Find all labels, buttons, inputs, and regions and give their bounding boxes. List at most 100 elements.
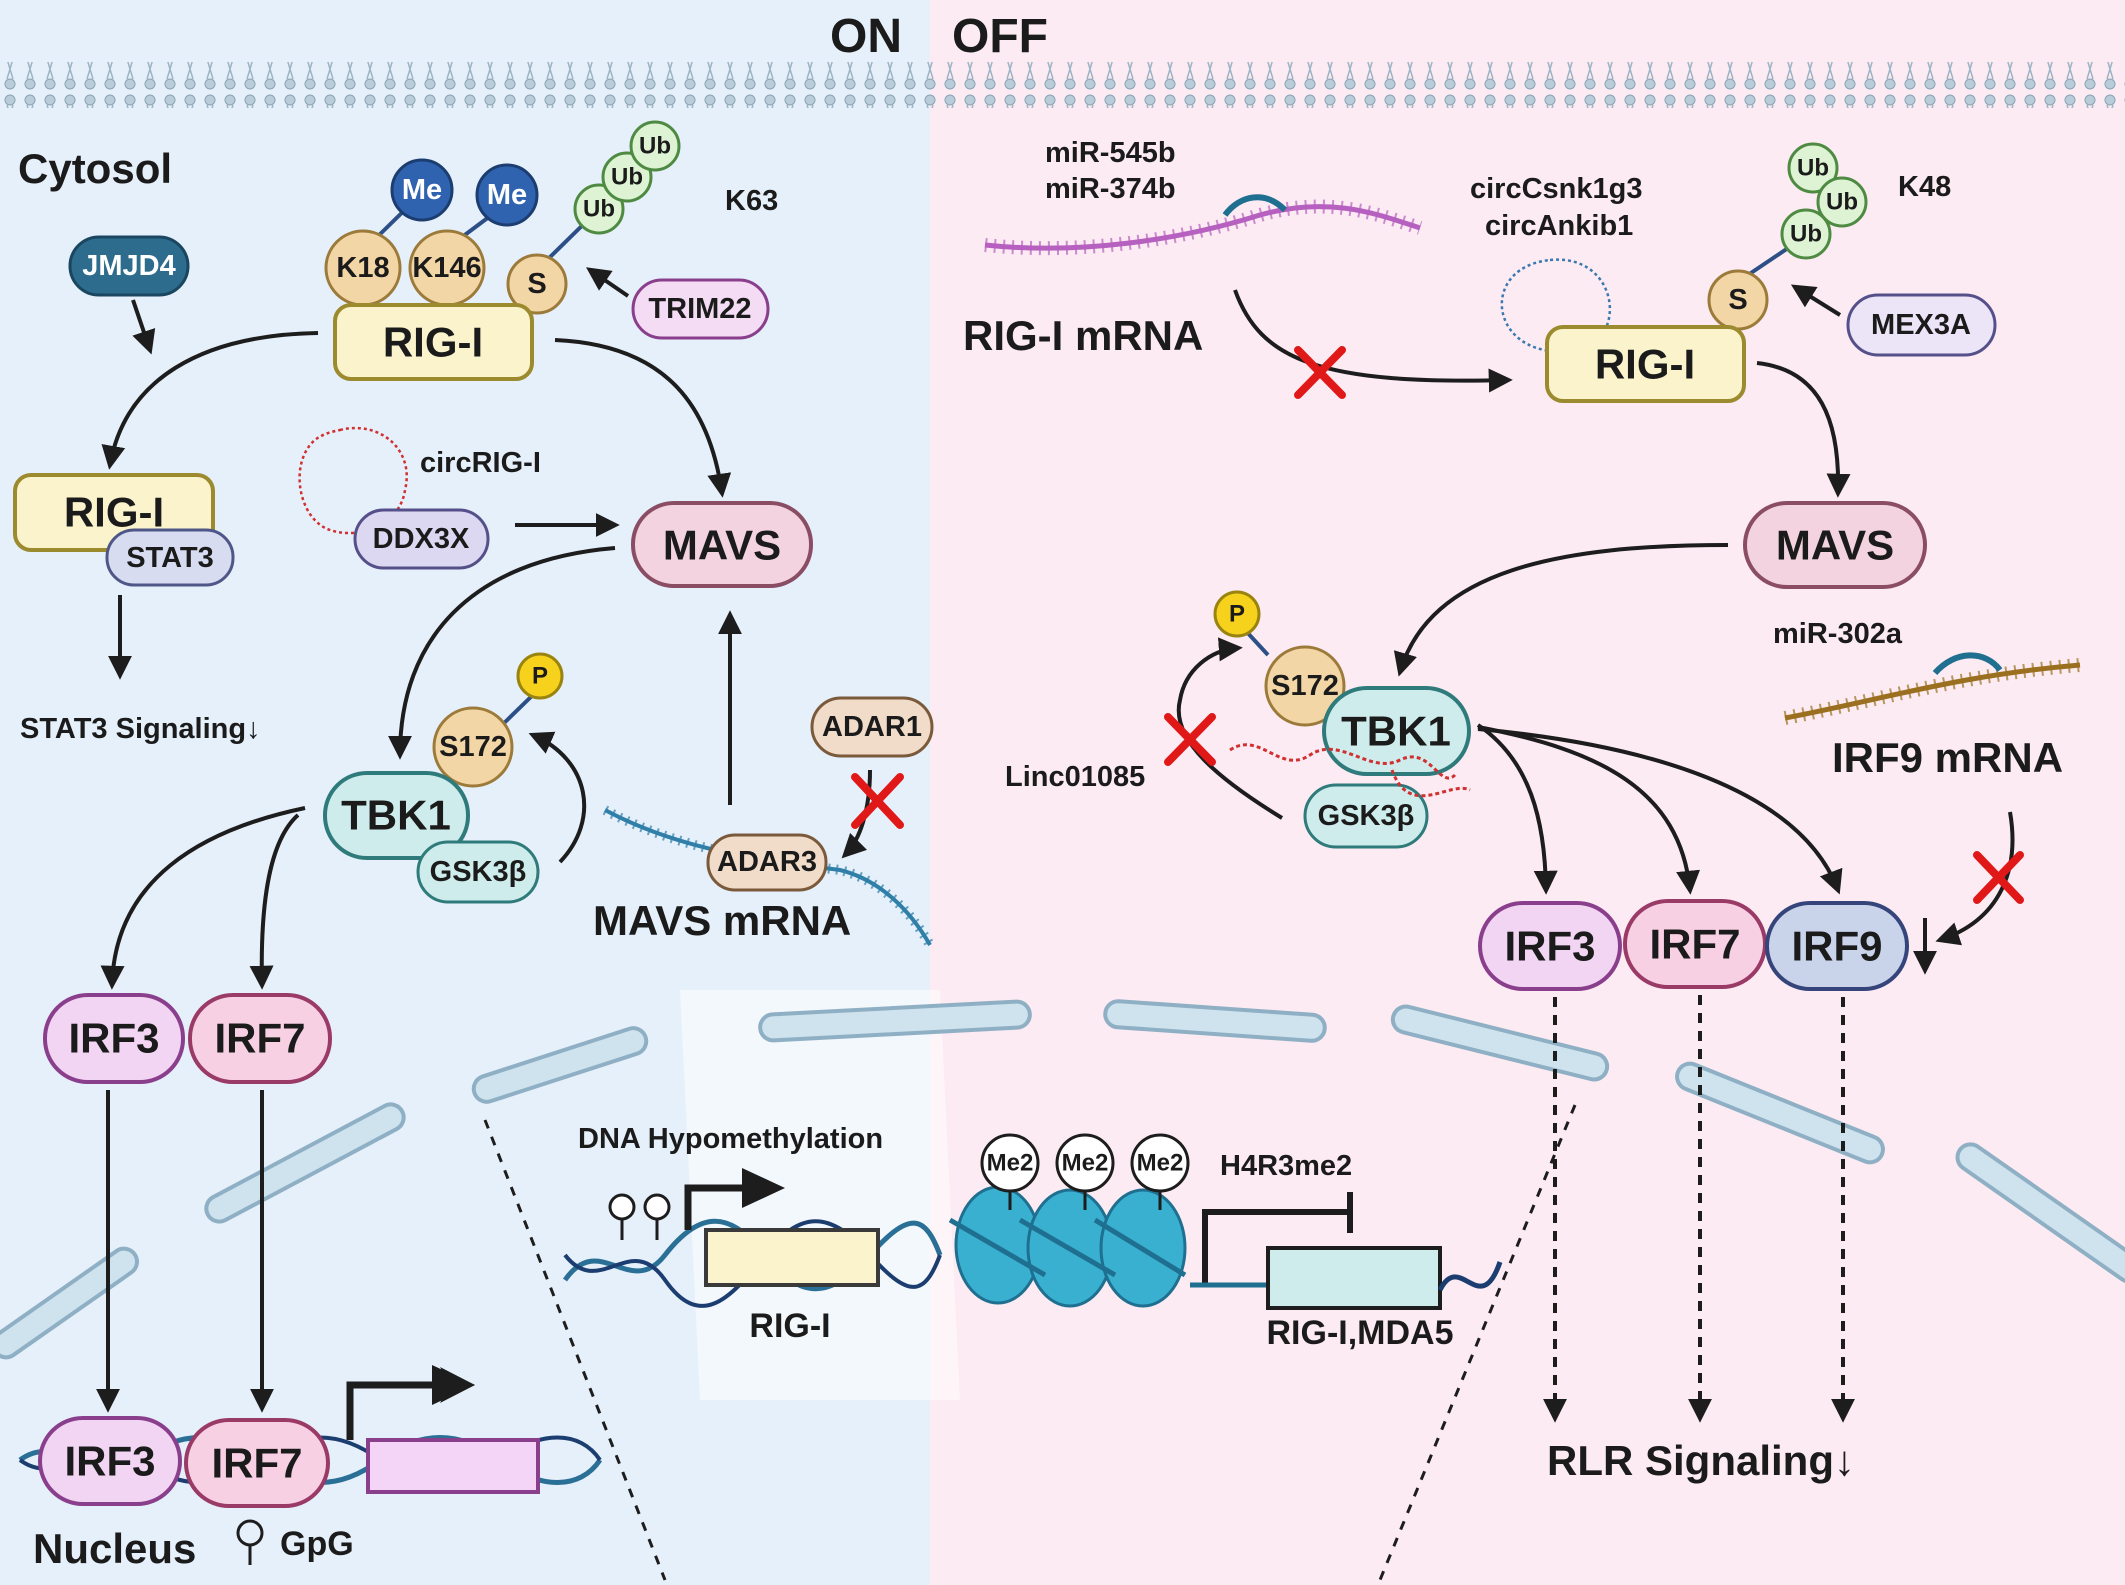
off-side-background [930,0,2125,1585]
svg-text:GSK3β: GSK3β [430,856,527,888]
k63-label: K63 [725,185,778,217]
svg-text:S: S [527,268,546,300]
methyl-badge: Me [475,163,539,227]
inhibition-x [1294,346,1346,399]
svg-text:ADAR3: ADAR3 [717,846,817,878]
off-label: OFF [952,10,1048,63]
svg-text:ADAR1: ADAR1 [822,711,922,743]
trim22-node: TRIM22 [631,278,770,340]
cpg-label: GpG [280,1525,354,1563]
svg-text:IRF3: IRF3 [64,1438,155,1485]
jmjd4-node: JMJD4 [68,235,190,297]
svg-text:P: P [532,663,548,690]
svg-text:IRF3: IRF3 [68,1015,159,1062]
rlr-signaling-label: RLR Signaling↓ [1547,1437,1855,1484]
circrna-label: circCsnk1g3 [1470,173,1643,205]
plasma-membrane [0,62,2125,108]
circrig-i-label: circRIG-I [420,447,541,479]
mavs-node: MAVS [631,501,813,588]
target-gene-box [366,1438,540,1494]
inhibition-x [1973,851,2024,904]
adar1-node: ADAR1 [810,696,934,758]
rig-i-mda5-label: RIG-I,MDA5 [1267,1314,1454,1352]
svg-text:RIG-I: RIG-I [64,489,164,536]
me2-badge: Me2 [1055,1133,1115,1193]
mavs-mrna-label: MAVS mRNA [593,897,851,944]
hypomethyl-cpg-icon [608,1193,671,1240]
phospho-badge: P [516,652,564,700]
svg-text:Me2: Me2 [987,1150,1034,1177]
svg-text:TRIM22: TRIM22 [648,293,751,325]
phospho-badge: P [1213,590,1261,638]
irf9-mrna-label: IRF9 mRNA [1832,734,2063,781]
svg-text:Ub: Ub [1790,221,1822,248]
irf3-node-off: IRF3 [1478,901,1622,991]
svg-text:Ub: Ub [1797,155,1829,182]
svg-text:K18: K18 [336,252,389,284]
svg-text:Ub: Ub [583,196,615,223]
ubiquitin-chain: Ub Ub Ub [573,120,681,235]
svg-text:Ub: Ub [639,133,671,160]
nucleus-irf3-node: IRF3 [38,1416,182,1506]
nucleosome-array [948,1185,1187,1308]
methyl-badge: Me [390,158,454,222]
k48-label: K48 [1898,171,1951,203]
serine-site: S [506,253,568,315]
cpg-symbol-icon [236,1519,264,1565]
svg-text:Me2: Me2 [1062,1150,1109,1177]
nucleus-zoom-highlight [680,990,960,1400]
rig-i-mda5-gene-box [1266,1246,1442,1310]
mirna-label: miR-374b [1045,173,1176,205]
irf7-node-off: IRF7 [1623,899,1767,989]
svg-text:Ub: Ub [1826,189,1858,216]
svg-text:MAVS: MAVS [1776,522,1894,569]
nucleus-irf7-node: IRF7 [184,1418,330,1508]
stat3-signaling-label: STAT3 Signaling↓ [20,713,261,745]
svg-text:P: P [1229,601,1245,628]
gsk3b-node-off: GSK3β [1303,783,1429,849]
svg-text:S: S [1728,284,1747,316]
svg-text:K146: K146 [412,252,481,284]
nuclear-envelope [0,999,2125,1360]
circrna-label: circAnkib1 [1485,210,1633,242]
svg-text:JMJD4: JMJD4 [82,250,176,282]
rig-i-gene-box [704,1228,880,1287]
cytosol-label: Cytosol [18,145,172,192]
on-label: ON [830,10,902,63]
mirna-label: miR-545b [1045,137,1176,169]
svg-text:MEX3A: MEX3A [1871,309,1971,341]
s172-site: S172 [1264,645,1346,727]
tbk1-node-off: TBK1 [1322,686,1471,776]
h4r3me2-label: H4R3me2 [1220,1150,1352,1182]
me2-badge: Me2 [1130,1133,1190,1193]
tbk1-node: TBK1 [323,771,470,860]
svg-text:Me: Me [402,174,442,206]
ddx3x-node: DDX3X [353,508,490,570]
k146-site: K146 [408,229,486,307]
svg-text:Me2: Me2 [1137,1150,1184,1177]
rig-i-gene-label: RIG-I [749,1307,830,1345]
svg-text:TBK1: TBK1 [341,792,451,839]
svg-text:IRF9: IRF9 [1791,923,1882,970]
svg-text:TBK1: TBK1 [1341,708,1451,755]
rig-i-mrna-label: RIG-I mRNA [963,312,1203,359]
svg-text:IRF7: IRF7 [1649,921,1740,968]
rig-i-node: RIG-I [333,303,534,381]
dna-hypomethylation-label: DNA Hypomethylation [578,1123,883,1155]
irf7-node: IRF7 [188,993,332,1084]
inhibition-x [1164,713,1216,766]
rig-i-node-off: RIG-I [1545,325,1746,403]
inhibition-x [851,773,904,829]
s172-site: S172 [432,706,514,788]
svg-text:IRF7: IRF7 [214,1015,305,1062]
svg-text:DDX3X: DDX3X [373,523,470,555]
svg-text:Me: Me [487,179,527,211]
irf9-node-off: IRF9 [1765,901,1909,991]
svg-text:S172: S172 [439,731,507,763]
svg-text:S172: S172 [1271,670,1339,702]
svg-text:RIG-I: RIG-I [383,319,483,366]
circrig-i-loop [298,426,408,535]
rig-i-stat3-complex: RIG-I STAT3 [13,473,235,587]
